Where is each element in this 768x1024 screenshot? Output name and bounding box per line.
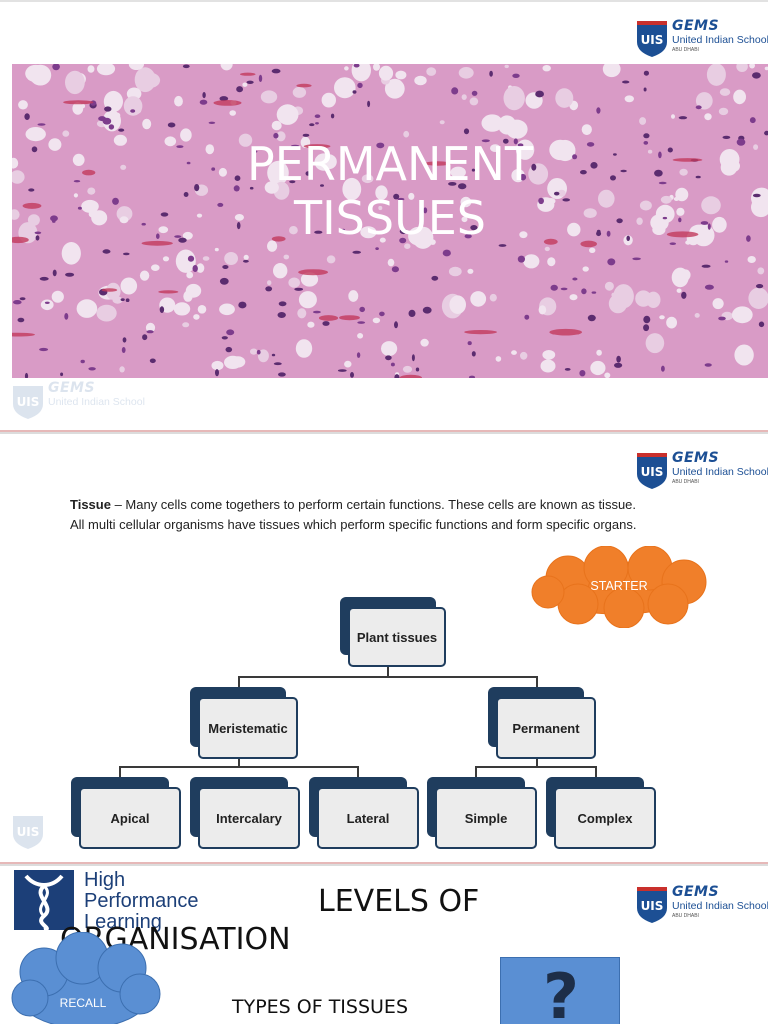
slide-title-line1: PERMANENT: [247, 137, 533, 191]
tissue-micrograph-image: [12, 64, 768, 378]
uis-shield-icon: UIS: [637, 21, 667, 57]
tree-connector: [387, 666, 389, 676]
recall-label: RECALL: [59, 996, 107, 1010]
logo-school-name: United Indian School: [672, 900, 768, 912]
recall-cloud[interactable]: RECALL: [10, 931, 168, 1024]
svg-text:UIS: UIS: [641, 899, 664, 913]
logo-school-name: United Indian School: [672, 466, 768, 478]
svg-text:UIS: UIS: [17, 395, 40, 409]
gems-uis-logo: UIS GEMS United Indian School ABU DHABI: [636, 450, 768, 490]
slide-title-line1: LEVELS OF: [318, 884, 480, 919]
hpl-knot-logo-icon: [14, 870, 74, 932]
tree-connector: [119, 766, 121, 778]
watermark-logo: UIS: [12, 810, 142, 850]
logo-school-name: United Indian School: [48, 396, 145, 408]
tree-connector: [238, 758, 240, 766]
gems-uis-logo: UIS GEMS United Indian School ABU DHABI: [636, 18, 768, 58]
tree-connector: [536, 676, 538, 688]
tree-connector: [475, 766, 477, 778]
hpl-logo: High Performance Learning: [14, 869, 216, 933]
hpl-line1: High: [84, 869, 126, 891]
definition-line2: All multi cellular organisms have tissue…: [70, 517, 637, 532]
question-mark-icon: ?: [543, 960, 579, 1024]
starter-cloud[interactable]: STARTER: [528, 545, 710, 629]
definition-line1: – Many cells come togethers to perform c…: [110, 497, 637, 512]
svg-text:UIS: UIS: [17, 825, 40, 839]
logo-brand: GEMS: [672, 450, 720, 466]
uis-shield-icon: UIS: [13, 816, 43, 849]
logo-city: ABU DHABI: [672, 479, 699, 485]
cloud-shape-icon: [11, 931, 161, 1024]
gems-uis-logo: UIS GEMS United Indian School ABU DHABI: [636, 884, 768, 924]
uis-shield-icon: UIS: [637, 453, 667, 489]
cloud-shape-icon: [531, 545, 707, 629]
slide-levels-of-organisation: High Performance Learning LEVELS OF ORGA…: [0, 866, 768, 1024]
logo-city: ABU DHABI: [672, 913, 699, 919]
tree-connector: [357, 766, 359, 778]
logo-brand: GEMS: [672, 884, 720, 900]
tree-connector: [238, 676, 538, 678]
logo-school-name: United Indian School: [672, 34, 768, 46]
hpl-line2: Performance: [84, 890, 199, 912]
tree-connector: [536, 758, 538, 766]
logo-city: ABU DHABI: [672, 47, 699, 53]
tree-connector: [119, 766, 359, 768]
logo-mark-text: UIS: [641, 33, 664, 47]
uis-shield-icon: UIS: [637, 887, 667, 923]
svg-text:UIS: UIS: [641, 465, 664, 479]
starter-label: STARTER: [590, 579, 648, 593]
hpl-line3: Learning: [84, 911, 162, 933]
uis-shield-icon: UIS: [13, 386, 43, 419]
tree-connector: [595, 766, 597, 778]
watermark-logo: UIS GEMS United Indian School: [12, 380, 145, 420]
tree-connector: [475, 766, 597, 768]
question-box[interactable]: ?: [500, 957, 620, 1024]
subtitle-types-of-tissues: TYPES OF TISSUES: [232, 996, 409, 1018]
slide-plant-tissues: UIS GEMS United Indian School ABU DHABI …: [0, 434, 768, 864]
logo-brand: GEMS: [48, 380, 96, 396]
definition-term: Tissue: [70, 497, 111, 512]
logo-brand: GEMS: [672, 18, 720, 34]
tree-connector: [238, 676, 240, 688]
tissue-definition: Tissue – Many cells come togethers to pe…: [70, 495, 730, 535]
slide-title-line2: TISSUES: [294, 191, 486, 245]
slide-permanent-tissues: UIS GEMS United Indian School ABU DHABI …: [0, 0, 768, 432]
